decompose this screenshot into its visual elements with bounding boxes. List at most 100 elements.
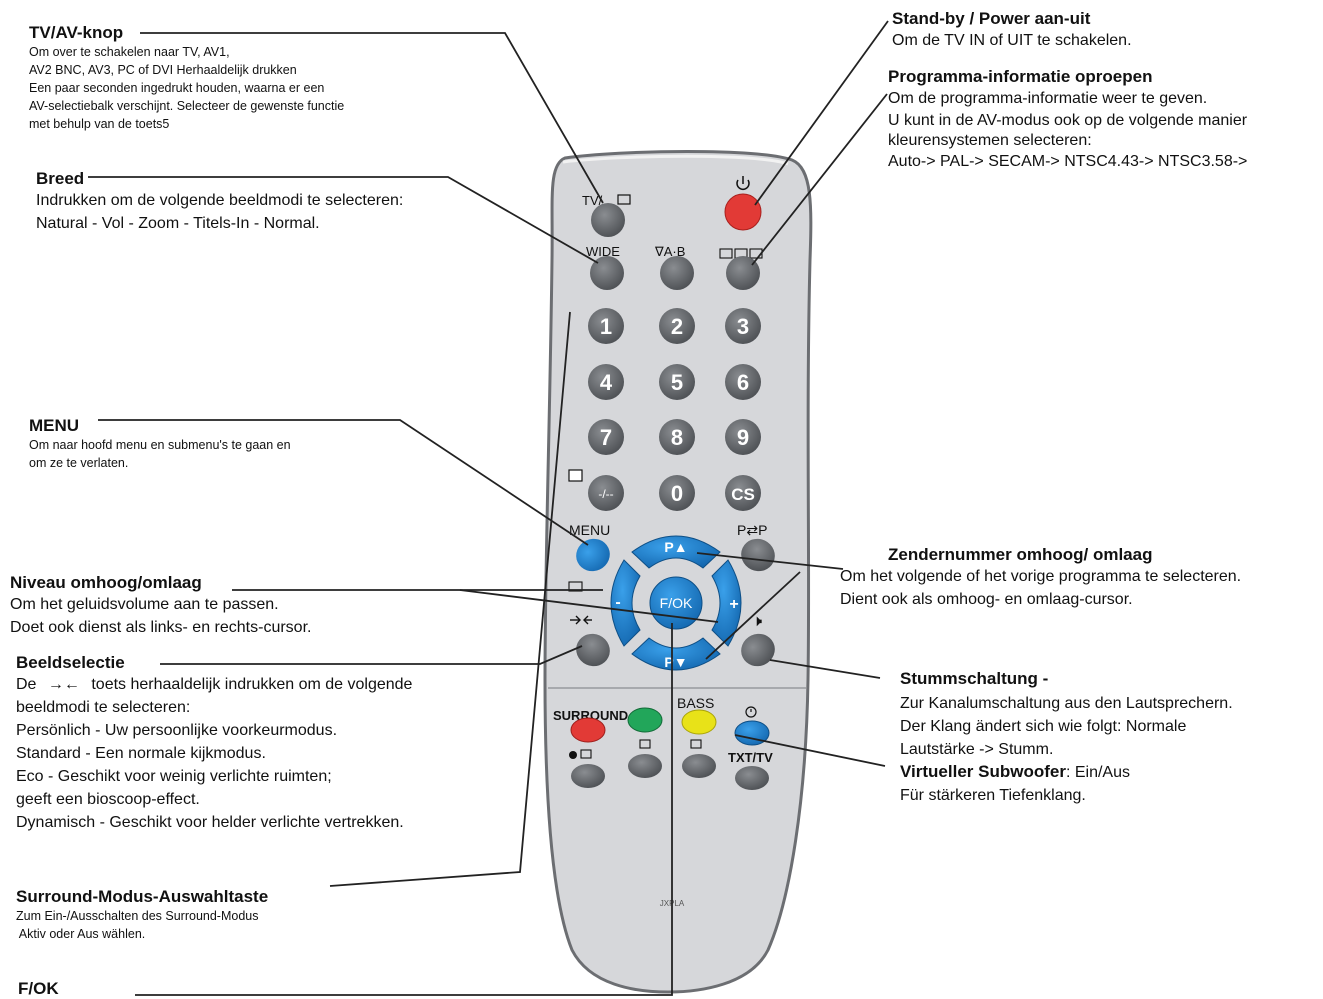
wide-label: WIDE [586, 244, 620, 259]
power-button[interactable] [724, 193, 762, 231]
leader-zender-down [705, 571, 801, 660]
cs-button[interactable] [725, 475, 761, 511]
callout-title: F/OK [18, 979, 59, 998]
callout-virtual-subwoofer-title: Virtueller Subwoofer: Ein/Aus [900, 761, 1233, 784]
txt-tv-button[interactable] [735, 766, 769, 790]
callout-menu: MENU Om naar hoofd menu en submenu's te … [29, 415, 291, 472]
dash-label: -/-- [598, 487, 613, 501]
program-down-button[interactable] [631, 637, 721, 671]
leader-breed [88, 176, 599, 264]
swap-program-button[interactable] [736, 533, 780, 576]
callout-line: Standard - Een normale kijkmodus. [16, 745, 266, 762]
volume-down-label: - [615, 594, 620, 611]
callout-line-start: De [16, 676, 37, 693]
callout-line-end: toets herhaaldelijk indrukken om de volg… [91, 676, 413, 693]
timer-blue-button[interactable] [734, 720, 770, 746]
callout-line: Eco - Geschikt voor weinig verlichte rui… [16, 768, 332, 785]
digit-8-label: 8 [671, 425, 683, 450]
teletext-size-icon [690, 739, 702, 749]
digit-7-button[interactable] [588, 419, 624, 455]
teletext-reveal-icon [639, 739, 651, 749]
teletext-hold-icon [568, 469, 583, 482]
digit-4-button[interactable] [588, 364, 624, 400]
picture-mode-button[interactable] [571, 628, 615, 671]
callout-line: Lautstärke -> Stumm. [900, 741, 1054, 758]
digit-5-label: 5 [671, 370, 683, 395]
callout-line: Für stärkeren Tiefenklang. [900, 787, 1086, 804]
leader-beeld [160, 645, 583, 665]
digit-8-button[interactable] [659, 419, 695, 455]
callout-title: Programma-informatie oproepen [888, 67, 1153, 86]
digit-9-label: 9 [737, 425, 749, 450]
program-down-label: P▼ [664, 654, 687, 670]
callout-line: De →← toets herhaaldelijk indrukken om d… [16, 673, 412, 696]
callout-line: Om de TV IN of UIT te schakelen. [892, 32, 1132, 49]
digit-5-button[interactable] [659, 364, 695, 400]
digit-7-label: 7 [600, 425, 612, 450]
callout-line: U kunt in de AV-modus ook op de volgende… [888, 112, 1248, 129]
mute-label: 🕨 [752, 613, 762, 630]
green-button[interactable] [627, 707, 663, 733]
callout-programma-info: Programma-informatie oproepen Om de prog… [888, 66, 1247, 173]
callout-title: Breed [36, 169, 85, 188]
dash-button[interactable] [588, 475, 624, 511]
program-up-label: P▲ [664, 539, 687, 555]
callout-line: Zur Kanalumschaltung aus den Lautspreche… [900, 695, 1233, 712]
av-input-icon [617, 194, 631, 205]
callout-title: MENU [29, 416, 80, 435]
digit-2-label: 2 [671, 314, 683, 339]
tv-av-button[interactable] [591, 203, 625, 237]
screen-size-icon [568, 581, 583, 592]
digit-0-label: 0 [671, 481, 683, 506]
callout-line: Auto-> PAL-> SECAM-> NTSC4.43-> NTSC3.58… [888, 153, 1248, 170]
digit-6-button[interactable] [725, 364, 761, 400]
wide-button[interactable] [590, 256, 624, 290]
teletext-reveal-button[interactable] [628, 754, 662, 778]
menu-button[interactable] [571, 533, 615, 576]
digit-9-button[interactable] [725, 419, 761, 455]
callout-line: Der Klang ändert sich wie folgt: Normale [900, 718, 1187, 735]
callout-zendernummer: Zendernummer omhoog/ omlaag Om het volge… [840, 544, 1241, 611]
digit-1-button[interactable] [588, 308, 624, 344]
picture-mode-icon [570, 615, 592, 625]
callout-fok: F/OK [18, 978, 59, 999]
callout-line: AV2 BNC, AV3, PC of DVI Herhaaldelijk dr… [29, 63, 297, 77]
callout-title: TV/AV-knop [29, 23, 124, 42]
callout-line: Dient ook als omhoog- en omlaag-cursor. [840, 591, 1133, 608]
cs-label: CS [731, 485, 755, 504]
leader-prog [751, 93, 888, 266]
leader-menu [98, 419, 589, 546]
callout-line: om ze te verlaten. [29, 456, 129, 470]
digit-6-label: 6 [737, 370, 749, 395]
callout-tv-av: TV/AV-knop Om over te schakelen naar TV,… [29, 22, 344, 133]
callout-title: Beeldselectie [16, 653, 125, 672]
leader-lines [88, 20, 889, 996]
callout-line: Aktiv oder Aus wählen. [16, 927, 146, 941]
ab-button[interactable] [660, 256, 694, 290]
callout-title: Surround-Modus-Auswahltaste [16, 887, 269, 906]
teletext-mix-button[interactable] [571, 764, 605, 788]
callout-line: Om het geluidsvolume aan te passen. [10, 596, 279, 613]
leader-niveau-right [459, 589, 719, 623]
digit-3-label: 3 [737, 314, 749, 339]
bass-yellow-button[interactable] [681, 709, 717, 735]
callout-line: beeldmodi te selecteren: [16, 699, 191, 716]
volume-up-button[interactable] [711, 559, 742, 647]
callout-line: Dynamisch - Geschikt voor helder verlich… [16, 814, 404, 831]
surround-red-button[interactable] [570, 717, 606, 743]
callout-title-suffix: : Ein/Aus [1065, 764, 1130, 781]
digit-3-button[interactable] [725, 308, 761, 344]
callout-line: Om naar hoofd menu en submenu's te gaan … [29, 438, 291, 452]
callout-line: Om de programma-informatie weer te geven… [888, 90, 1208, 107]
program-up-button[interactable] [631, 535, 721, 569]
teletext-size-button[interactable] [682, 754, 716, 778]
digit-0-button[interactable] [659, 475, 695, 511]
digit-2-button[interactable] [659, 308, 695, 344]
picture-arrows-icon: →← [47, 676, 80, 693]
surround-label: SURROUND [553, 708, 628, 723]
volume-down-button[interactable] [610, 559, 641, 647]
mute-button[interactable] [736, 628, 780, 671]
callout-standby: Stand-by / Power aan-uit Om de TV IN of … [892, 8, 1132, 52]
callout-line: Doet ook dienst als links- en rechts-cur… [10, 619, 312, 636]
